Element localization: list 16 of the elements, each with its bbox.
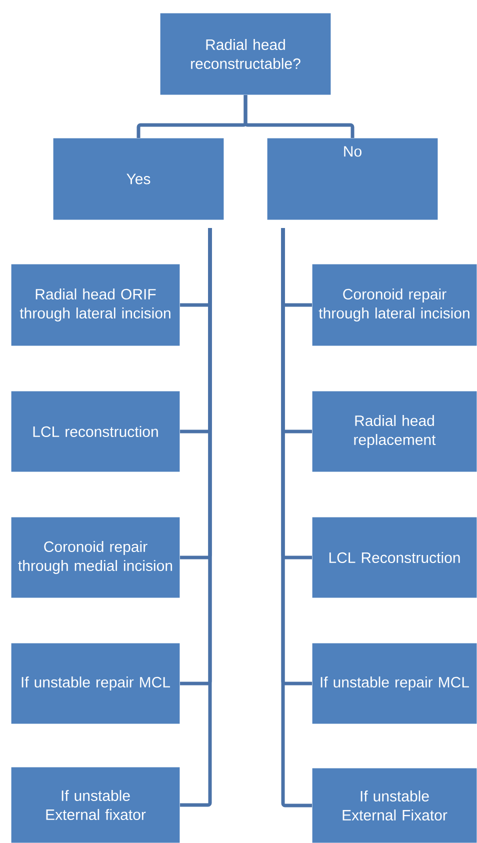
process-box: Coronoid repair through medial incision [10, 516, 180, 598]
process-box: Yes [52, 138, 224, 220]
process-box: Radial head ORIF through lateral incision [10, 264, 180, 346]
process-box: Radial head replacement [312, 390, 477, 472]
connector-line [180, 228, 212, 807]
process-box: If unstable External fixator [10, 766, 180, 843]
connector-line [281, 228, 312, 808]
process-box: Radial head reconstructable? [160, 12, 332, 96]
process-box: Coronoid repair through lateral incision [312, 264, 477, 346]
process-box: LCL Reconstruction [312, 516, 477, 598]
process-box: No [266, 138, 438, 220]
connector-line [244, 95, 354, 138]
process-box: If unstable repair MCL [10, 642, 180, 724]
process-box: If unstable External Fixator [312, 768, 477, 843]
process-box: LCL reconstruction [10, 390, 180, 472]
process-box: If unstable repair MCL [312, 642, 477, 724]
